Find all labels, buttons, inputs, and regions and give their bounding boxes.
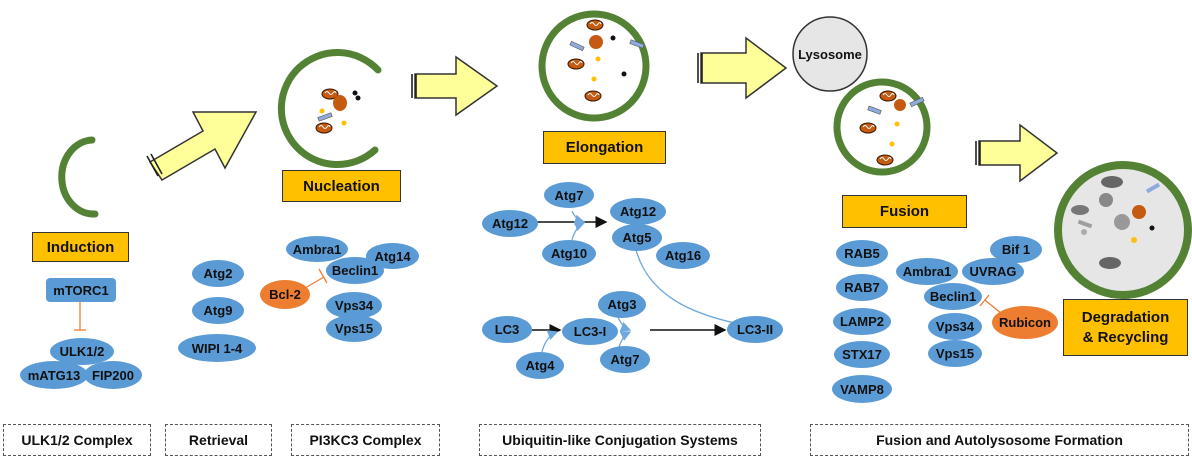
phagophore-cup: [277, 49, 382, 169]
autophagosome-cargo-1: [567, 19, 645, 102]
protein-rab7: RAB7: [836, 274, 888, 301]
complex-retrieval: Retrieval: [165, 424, 272, 456]
stage-degradation-line1: Degradation: [1081, 308, 1170, 326]
protein-atg5: Atg5: [612, 224, 662, 251]
autophagosome-fusion: [833, 78, 931, 176]
protein-lamp2: LAMP2: [833, 308, 891, 335]
protein-vamp8: VAMP8: [832, 375, 892, 403]
protein-atg12-complex: Atg12: [610, 198, 666, 225]
protein-atg9: Atg9: [192, 297, 244, 324]
complex-fusion-autolysosome: Fusion and Autolysosome Formation: [810, 424, 1189, 456]
protein-ambra1: Ambra1: [286, 236, 348, 262]
protein-atg3: Atg3: [598, 291, 646, 318]
protein-beclin1: Beclin1: [326, 257, 384, 284]
mtorc1-box: mTORC1: [46, 278, 116, 302]
protein-atg2: Atg2: [192, 260, 244, 287]
protein-atg7-bottom: Atg7: [600, 346, 650, 373]
protein-bcl2: Bcl-2: [260, 280, 310, 309]
autophagosome-elongation: [538, 10, 650, 122]
protein-rubicon: Rubicon: [992, 306, 1058, 339]
protein-lc3-i: LC3-I: [562, 318, 618, 345]
arrow-tail-stripes: [146, 53, 981, 177]
protein-uvrag: UVRAG: [962, 258, 1024, 285]
protein-stx17: STX17: [834, 341, 890, 368]
autophagosome-cargo-2: [859, 90, 925, 166]
stage-fusion: Fusion: [842, 195, 967, 228]
phagophore-initial: [58, 136, 99, 218]
protein-atg7-top: Atg7: [544, 182, 594, 208]
autolysosome: [1054, 161, 1192, 299]
protein-atg10: Atg10: [542, 240, 596, 267]
complex-ulk1-2: ULK1/2 Complex: [3, 424, 151, 456]
protein-vps15-fusion: Vps15: [928, 340, 982, 367]
lysosome: [792, 16, 868, 92]
stage-elongation: Elongation: [543, 131, 666, 164]
protein-vps34-fusion: Vps34: [928, 313, 982, 340]
protein-ulk1-2: ULK1/2: [50, 338, 114, 365]
complex-ubiquitin-conjugation: Ubiquitin-like Conjugation Systems: [479, 424, 761, 456]
complex-pi3kc3: PI3KC3 Complex: [291, 424, 440, 456]
stage-degradation-line2: & Recycling: [1082, 328, 1169, 346]
protein-wipi1-4: WIPI 1-4: [178, 334, 256, 362]
protein-lc3: LC3: [482, 316, 532, 343]
protein-fip200: FIP200: [84, 361, 142, 389]
protein-matg13: mATG13: [20, 361, 88, 389]
autolysosome-cargo: [1071, 176, 1161, 269]
cup-cargo: [315, 88, 361, 134]
stage-induction: Induction: [32, 232, 129, 262]
progress-arrows: [148, 36, 1059, 183]
protein-atg12: Atg12: [482, 210, 538, 237]
protein-atg4: Atg4: [516, 352, 564, 379]
stage-nucleation: Nucleation: [282, 170, 401, 202]
protein-lc3-ii: LC3-II: [727, 316, 783, 343]
lysosome-label: Lysosome: [798, 46, 862, 62]
protein-rab5: RAB5: [836, 240, 888, 267]
protein-ambra1-fusion: Ambra1: [896, 258, 958, 285]
protein-vps15: Vps15: [326, 315, 382, 342]
protein-atg16: Atg16: [656, 242, 710, 269]
protein-atg14: Atg14: [366, 243, 419, 269]
protein-beclin1-fusion: Beclin1: [924, 283, 982, 310]
protein-vps34: Vps34: [326, 292, 382, 319]
stage-degradation: Degradation & Recycling: [1063, 299, 1188, 356]
protein-bif1: Bif 1: [990, 236, 1042, 263]
